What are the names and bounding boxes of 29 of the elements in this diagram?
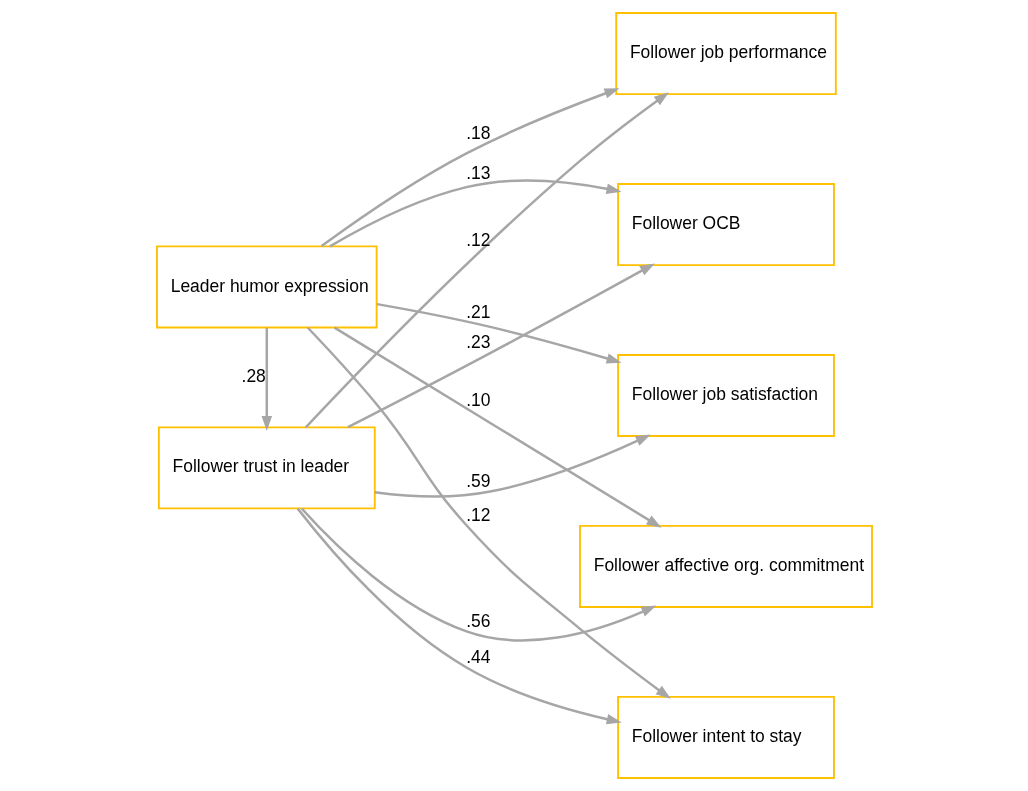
arrow	[328, 179, 621, 248]
arrow	[376, 302, 622, 364]
edge-label: .44	[465, 646, 490, 667]
node-box: Follower job satisfaction	[616, 354, 835, 437]
arrow	[304, 92, 669, 429]
edge-label: .28	[241, 366, 266, 387]
edge-label: .59	[465, 470, 490, 491]
arrow	[261, 327, 272, 432]
node-box: Follower trust in leader	[157, 426, 376, 510]
arrow	[306, 326, 671, 699]
edge-label: .18	[465, 122, 490, 143]
edge-label: .12	[465, 504, 490, 525]
edge-label: .56	[465, 610, 490, 631]
edge-label: .13	[465, 162, 490, 183]
arrow	[296, 507, 622, 725]
arrow	[374, 434, 651, 498]
node-box: Follower job performance	[614, 12, 837, 96]
node-box: Follower OCB	[616, 183, 835, 267]
edge-label: .21	[465, 302, 490, 323]
arrow	[320, 88, 619, 248]
node-box: Leader humor expression	[155, 245, 378, 329]
arrow	[333, 326, 661, 528]
edge-label: .12	[465, 230, 490, 251]
node-box: Follower affective org. commitment	[578, 524, 873, 608]
arrow	[300, 507, 656, 642]
edge-label: .23	[465, 332, 490, 353]
edge-label: .10	[465, 389, 490, 410]
node-box: Follower intent to stay	[616, 695, 835, 779]
arrow	[346, 263, 655, 429]
